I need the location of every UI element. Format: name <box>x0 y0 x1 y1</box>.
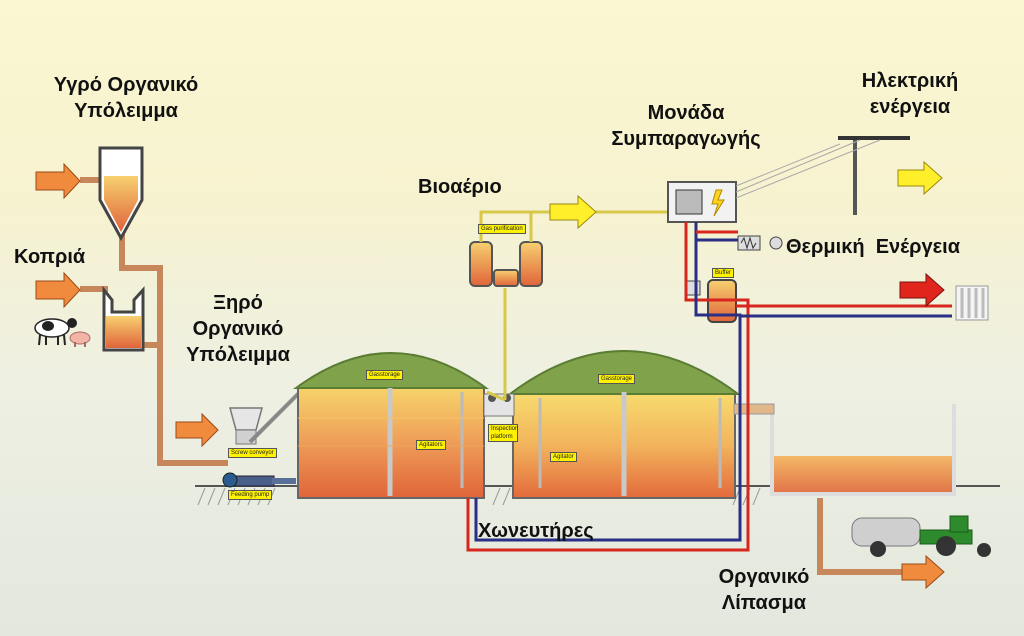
label-thermal-energy: Θερμική Ενέργεια <box>786 236 961 258</box>
arrow-thermal <box>899 272 945 308</box>
feed-pipes <box>80 177 905 575</box>
radiator-icon <box>955 285 989 321</box>
label-manure: Κοπριά <box>14 246 86 268</box>
arrow-biogas <box>549 194 597 230</box>
digester-1 <box>292 352 490 499</box>
tag-agitators: Agitators <box>416 440 446 450</box>
dry-feeder <box>229 390 302 445</box>
arrow-manure <box>35 271 81 309</box>
tag-gasstorage-1: Gasstorage <box>366 370 404 380</box>
fertilizer-storage <box>733 403 956 496</box>
heat-exchanger <box>737 235 783 251</box>
wet-waste-silo <box>98 146 144 242</box>
arrow-wet-waste <box>35 162 81 200</box>
chp-unit <box>667 181 737 223</box>
tag-buffer: Buffer <box>712 268 734 278</box>
tag-feeding-pump: Feeding pump <box>228 490 273 500</box>
arrow-fertilizer <box>901 554 945 590</box>
label-biogas: Βιοαέριο <box>418 176 502 198</box>
gas-purification-unit <box>469 241 543 287</box>
pig-icon <box>69 331 91 347</box>
power-pole <box>735 136 910 215</box>
arrows <box>35 160 945 590</box>
tag-inspection-platform: Inspection platform <box>488 424 518 442</box>
cow-icon <box>34 318 77 346</box>
tractor-icon <box>851 515 991 557</box>
tag-screw-conveyor: Screw conveyor <box>228 448 277 458</box>
manure-hopper <box>102 285 145 352</box>
tag-agitator: Agitator <box>550 452 577 462</box>
tag-gasstorage-2: Gasstorage <box>598 374 636 384</box>
arrow-electric <box>897 160 943 196</box>
label-digesters: Χωνευτήρες <box>478 520 594 542</box>
heating-circuit <box>466 222 952 552</box>
feeding-pump <box>222 472 296 488</box>
tag-gas-purification: Gas purification <box>478 224 526 234</box>
arrow-dry-waste <box>175 412 219 448</box>
digester-2 <box>507 350 741 499</box>
